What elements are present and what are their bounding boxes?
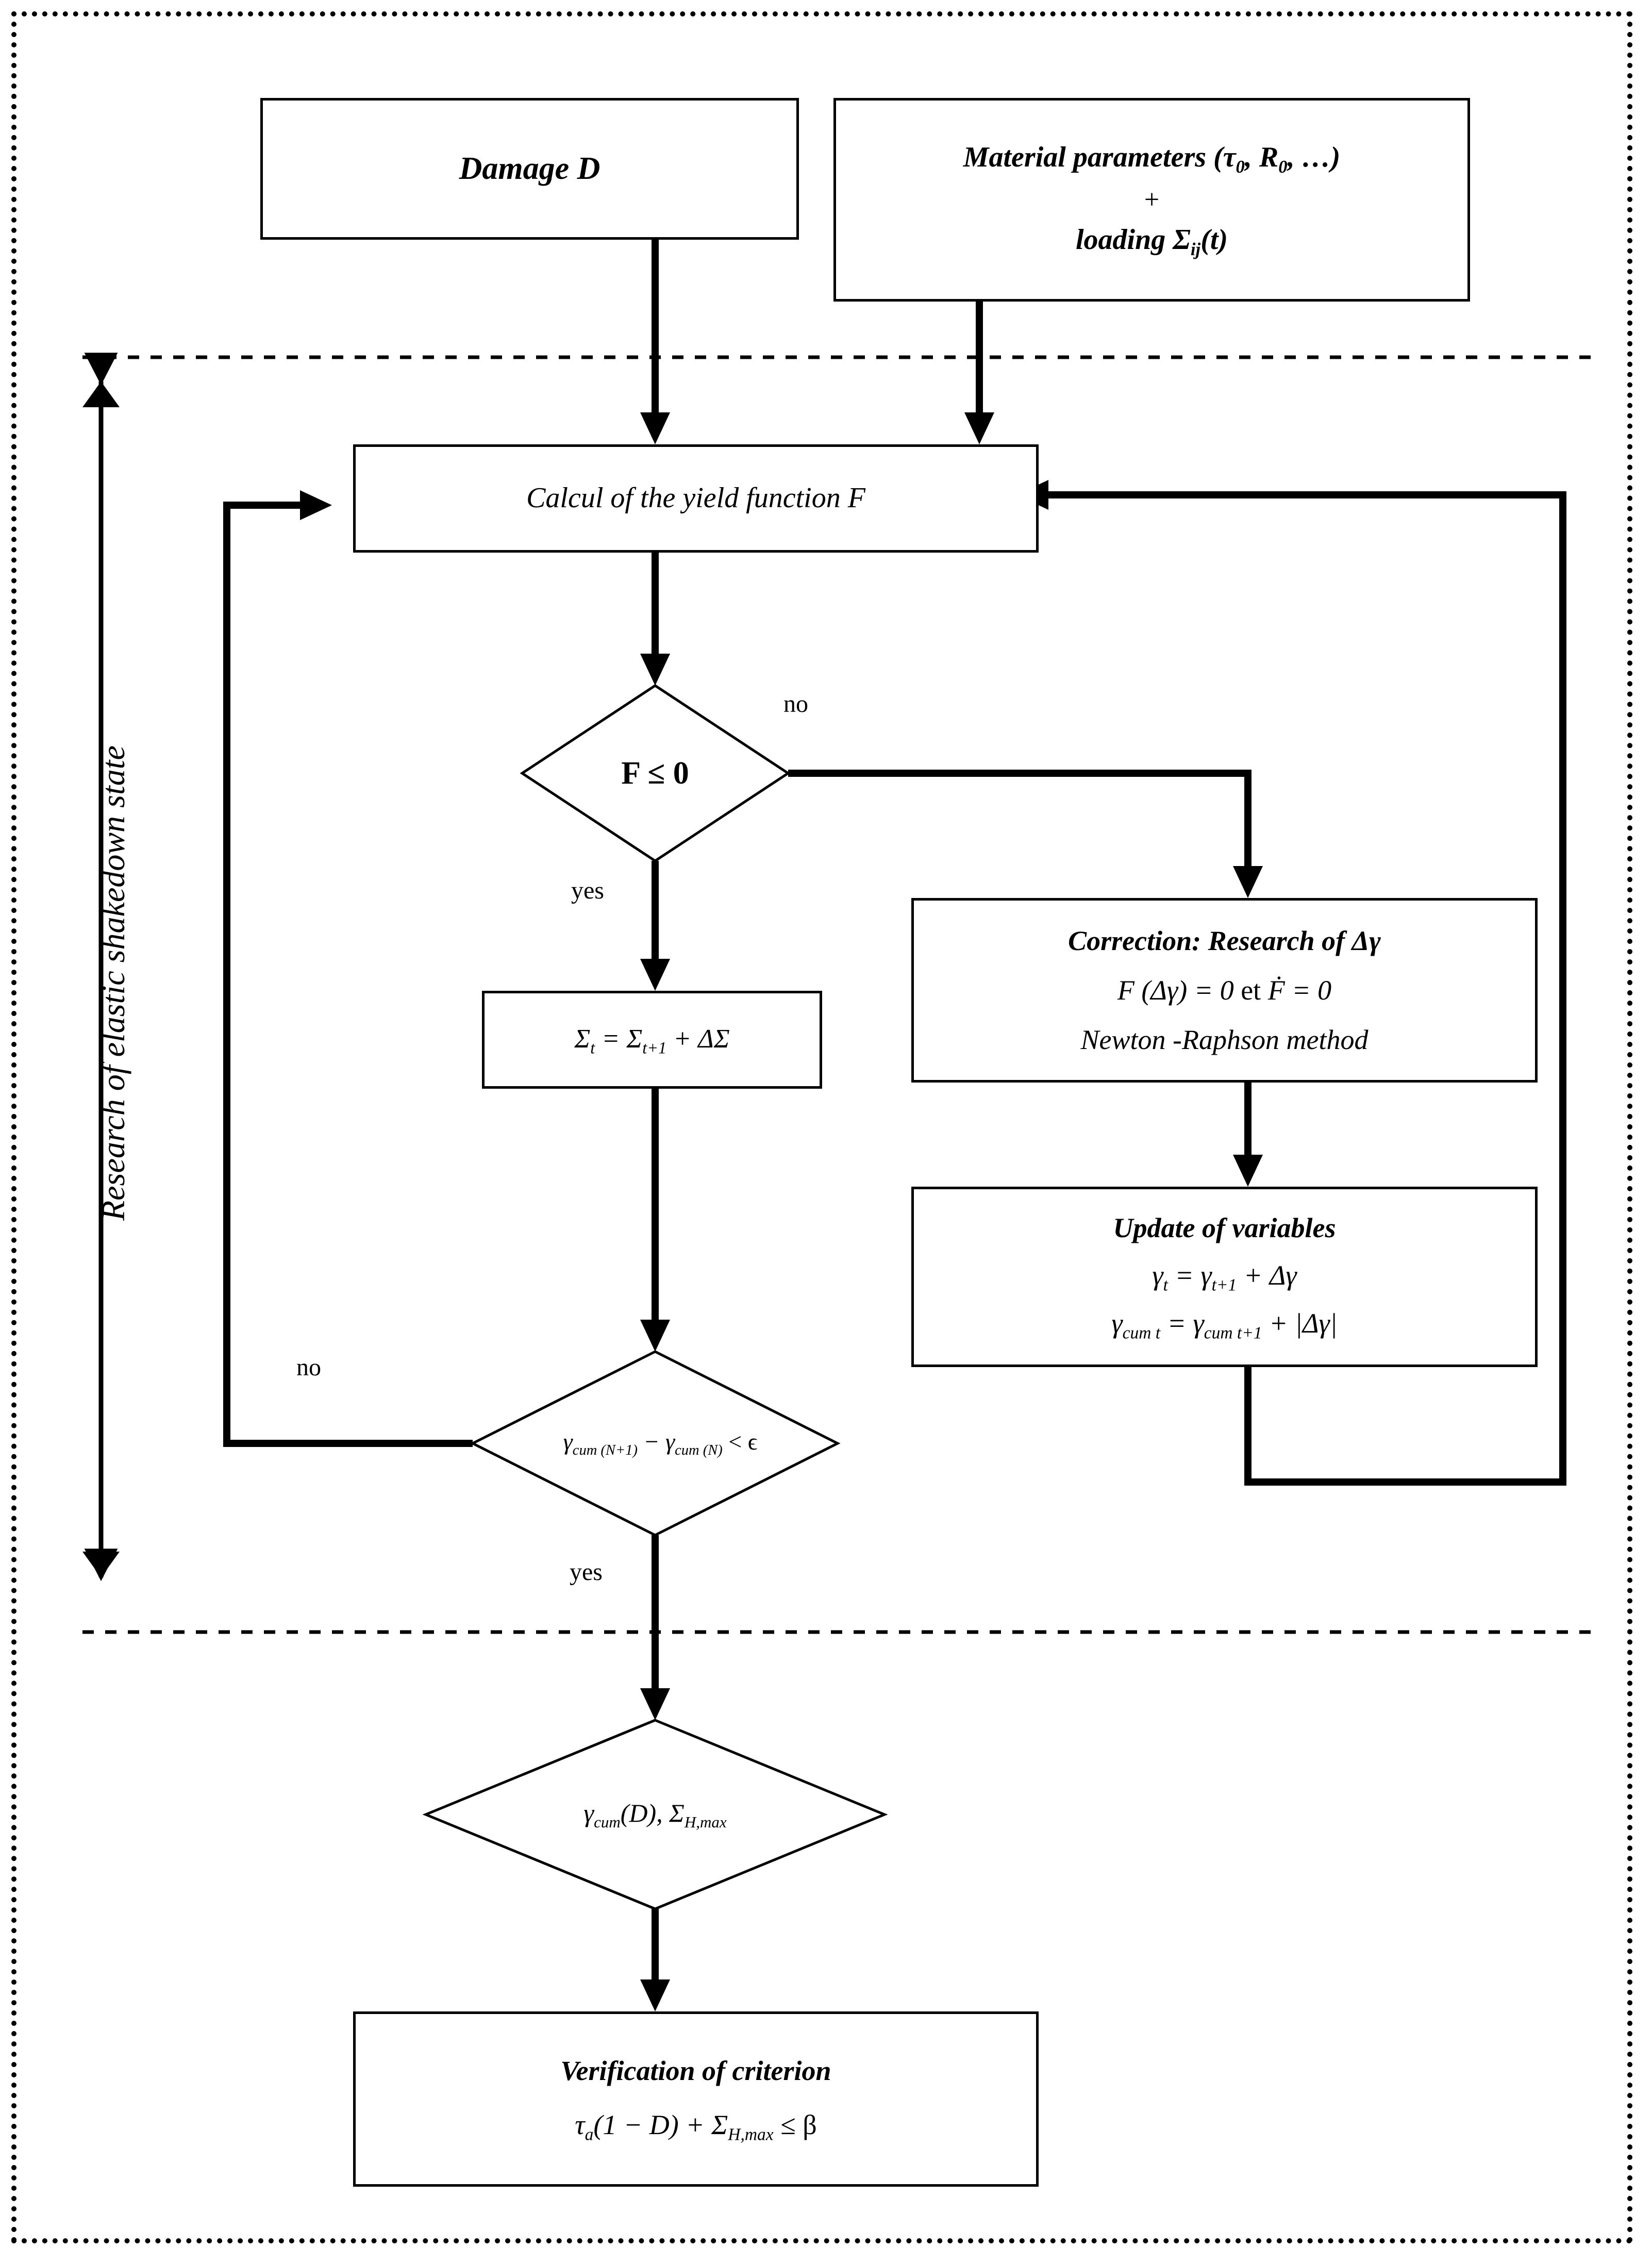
- material-plus-sign: +: [1144, 185, 1160, 214]
- node-update-variables: Update of variables γt = γt+1 + Δγ γcum …: [911, 1187, 1538, 1367]
- sigma-rhs-index: t+1: [642, 1038, 667, 1057]
- verification-beta: ≤ β: [773, 2109, 817, 2140]
- converge-rhs-index: cum (N): [675, 1442, 723, 1458]
- outputs-equation: γcum(D), ΣH,max: [583, 1798, 726, 1832]
- verification-title: Verification of criterion: [560, 2055, 831, 2087]
- outputs-gamma-index: cum: [594, 1812, 621, 1831]
- update-equation-gamma: γt = γt+1 + Δγ: [1152, 1255, 1296, 1298]
- gamma-rhs-index: t+1: [1211, 1275, 1237, 1295]
- node-damage: Damage D: [260, 98, 799, 240]
- node-correction: Correction: Research of Δγ F (Δγ) = 0 et…: [911, 898, 1538, 1083]
- gamma-lhs-index: t: [1163, 1275, 1168, 1295]
- node-material-parameters: Material parameters (τ0, R0, …) + loadin…: [833, 98, 1470, 302]
- verification-equation: τa(1 − D) + ΣH,max ≤ β: [575, 2105, 816, 2148]
- correction-eq-et: et: [1241, 974, 1261, 1006]
- converge-lhs: γ: [563, 1428, 573, 1455]
- edge-label-f-yes: yes: [571, 877, 604, 904]
- material-text-a: Material parameters (: [963, 141, 1223, 174]
- outer-dotted-frame: [11, 11, 1632, 2243]
- edge-converge-no-loop: [223, 502, 473, 1447]
- material-tau-index: 0: [1236, 157, 1245, 177]
- verification-tau-index: a: [585, 2125, 594, 2144]
- outputs-mid: (D), Σ: [620, 1798, 685, 1827]
- outputs-sigma-index: H,max: [684, 1812, 727, 1831]
- sigma-lhs: Σ: [574, 1024, 591, 1054]
- gammacum-lhs-index: cum t: [1122, 1323, 1161, 1343]
- node-sigma-update: Σt = Σt+1 + ΔΣ: [482, 991, 822, 1089]
- edge-update-loop-to-calcul: [1039, 491, 1566, 1486]
- loading-index: ij: [1190, 239, 1201, 260]
- decision-f-label: F ≤ 0: [621, 755, 689, 791]
- decision-converge-label: γcum (N+1) − γcum (N) < ϵ: [500, 1418, 820, 1469]
- node-damage-label: Damage D: [459, 151, 600, 186]
- shakedown-state-vertical-label: Research of elastic shakedown state: [95, 745, 131, 1221]
- sigma-rhs: = Σ: [595, 1024, 643, 1054]
- edge-label-converge-no: no: [296, 1354, 321, 1381]
- gammacum-lhs: γ: [1111, 1308, 1123, 1339]
- gamma-delta: + Δγ: [1237, 1259, 1297, 1291]
- edge-label-f-no: no: [783, 690, 808, 718]
- gammacum-delta: + |Δγ|: [1262, 1308, 1338, 1339]
- converge-epsilon: < ϵ: [722, 1428, 758, 1455]
- sigma-lhs-index: t: [590, 1038, 595, 1057]
- material-tau: τ: [1223, 141, 1236, 174]
- verification-mid: (1 − D) + Σ: [593, 2109, 728, 2140]
- loading-text: loading Σ: [1075, 224, 1191, 256]
- material-text-c: , …): [1287, 141, 1341, 174]
- node-verification: Verification of criterion τa(1 − D) + ΣH…: [353, 2011, 1039, 2187]
- correction-equation: F (Δγ) = 0 et Ḟ = 0: [1117, 970, 1331, 1010]
- converge-equation: γcum (N+1) − γcum (N) < ϵ: [563, 1428, 758, 1459]
- verification-sigma-index: H,max: [728, 2125, 774, 2144]
- sigma-equation: Σt = Σt+1 + ΔΣ: [574, 1020, 729, 1060]
- outputs-gamma: γ: [583, 1798, 594, 1827]
- update-equation-gamma-cum: γcum t = γcum t+1 + |Δγ|: [1111, 1303, 1337, 1346]
- material-line-loading: loading Σij(t): [1076, 219, 1228, 262]
- material-R: R: [1259, 141, 1279, 174]
- edge-ftest-no: [788, 770, 1251, 876]
- verification-tau: τ: [575, 2109, 585, 2140]
- calcul-label: Calcul of the yield function F: [526, 482, 865, 514]
- decision-outputs-label: γcum(D), ΣH,max: [521, 1789, 789, 1840]
- gammacum-rhs: = γ: [1160, 1308, 1204, 1339]
- correction-method: Newton -Raphson method: [1080, 1024, 1369, 1056]
- loading-tail: (t): [1200, 224, 1228, 256]
- correction-title: Correction: Research of Δγ: [1068, 925, 1381, 956]
- correction-eq-b: Ḟ = 0: [1261, 974, 1332, 1006]
- converge-minus: − γ: [637, 1428, 675, 1455]
- converge-lhs-index: cum (N+1): [572, 1442, 638, 1458]
- edge-label-converge-yes: yes: [570, 1558, 603, 1586]
- material-text-b: ,: [1244, 141, 1259, 174]
- gamma-rhs: = γ: [1167, 1259, 1212, 1291]
- update-title: Update of variables: [1113, 1212, 1336, 1243]
- correction-eq-a: F (Δγ) = 0: [1117, 974, 1241, 1006]
- material-line-parameters: Material parameters (τ0, R0, …): [963, 137, 1341, 180]
- material-R-index: 0: [1278, 157, 1288, 177]
- gammacum-rhs-index: cum t+1: [1204, 1323, 1262, 1343]
- sigma-delta: + ΔΣ: [666, 1024, 730, 1054]
- node-calcul-yield-function: Calcul of the yield function F: [353, 444, 1039, 553]
- gamma-lhs: γ: [1152, 1259, 1163, 1291]
